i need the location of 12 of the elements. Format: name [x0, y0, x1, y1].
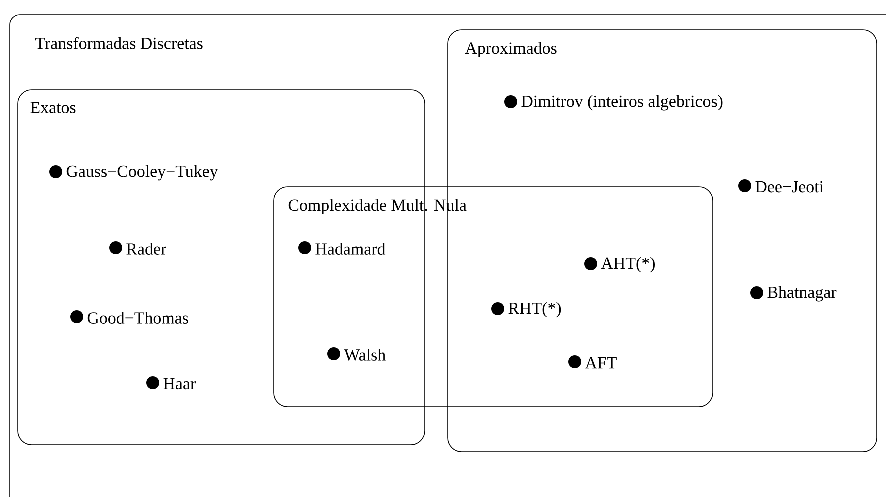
bullet-item: RHT(*) — [492, 302, 562, 318]
bullet-item: Rader — [110, 242, 166, 255]
bullet-item: Dimitrov (inteiros algebricos) — [504, 95, 723, 111]
bullet-item: Bhatnagar — [750, 286, 837, 302]
bullet-item: Walsh — [328, 348, 386, 361]
bullet-item: AFT — [568, 356, 617, 369]
bullet-item: Dee−Jeoti — [738, 180, 824, 193]
bullet-item: Haar — [146, 376, 196, 390]
bullet-item: Hadamard — [298, 242, 386, 255]
bullet-item: Gauss−Cooley−Tukey — [50, 165, 218, 181]
bullet-item: Good−Thomas — [70, 310, 188, 324]
bullet-item: AHT(*) — [584, 257, 655, 273]
